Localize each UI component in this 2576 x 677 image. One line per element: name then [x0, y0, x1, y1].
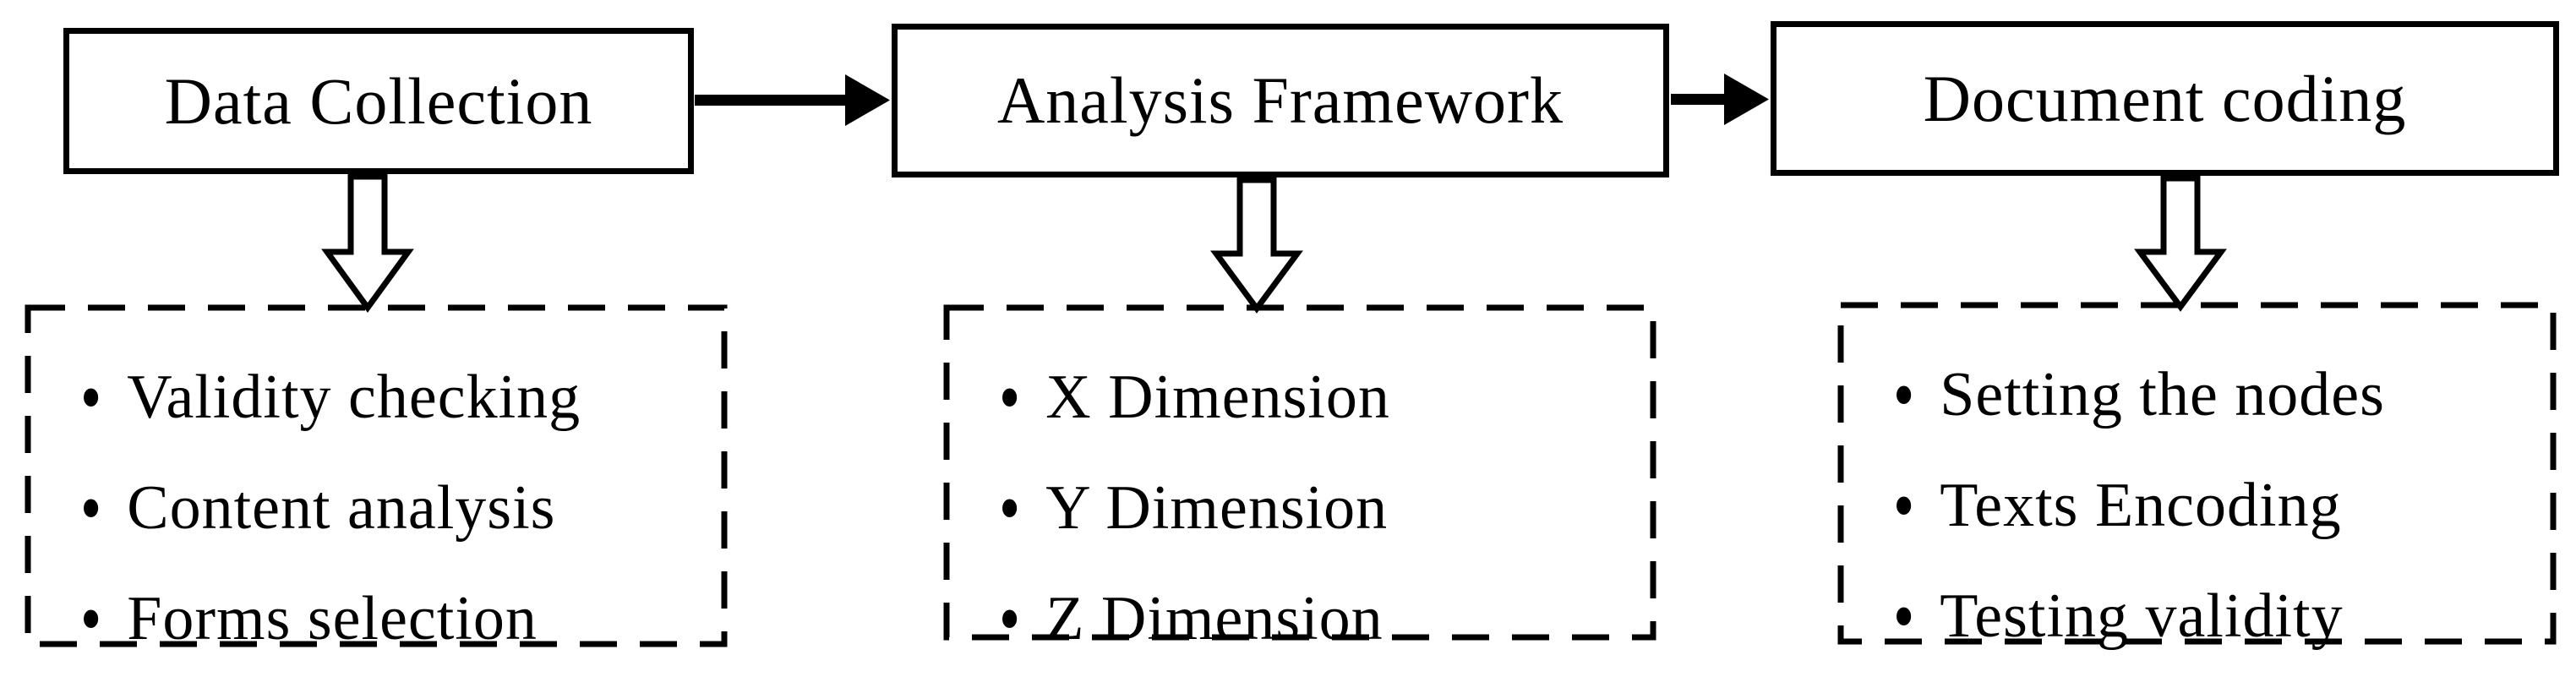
bullet-icon: •: [80, 354, 102, 440]
dashed-frame: [943, 304, 1656, 641]
down-arrow-icon: [1210, 177, 1303, 314]
stage-title: Data Collection: [164, 63, 593, 138]
list-item: • Content analysis: [80, 452, 724, 563]
item-label: Z Dimension: [1045, 583, 1384, 653]
list-item: • Testing validity: [1893, 560, 2553, 671]
stage-box-document-coding: Document coding: [1771, 21, 2559, 176]
list-item: • Forms selection: [80, 563, 724, 674]
detail-box-data-collection: • Validity checking • Content analysis •…: [28, 308, 724, 657]
item-label: Testing validity: [1940, 581, 2344, 651]
dashed-frame: [1837, 302, 2557, 645]
list-item: • Z Dimension: [999, 563, 1653, 674]
stage-box-data-collection: Data Collection: [63, 28, 694, 174]
down-arrow-icon: [321, 173, 414, 313]
item-label: Content analysis: [127, 472, 556, 543]
list-item: • X Dimension: [999, 341, 1653, 452]
detail-box-document-coding: • Setting the nodes • Texts Encoding • T…: [1841, 305, 2553, 654]
down-arrow-icon: [2134, 175, 2227, 312]
list-item: • Validity checking: [80, 341, 724, 452]
stage-title: Document coding: [1923, 61, 2407, 135]
bullet-icon: •: [1893, 573, 1915, 658]
list-item: • Texts Encoding: [1893, 450, 2553, 560]
detail-box-analysis-framework: • X Dimension • Y Dimension • Z Dimensio…: [947, 308, 1653, 657]
bullet-icon: •: [80, 576, 102, 661]
item-label: Y Dimension: [1045, 472, 1389, 543]
dashed-frame: [25, 304, 728, 647]
detail-list: • Validity checking • Content analysis •…: [28, 308, 724, 674]
item-label: X Dimension: [1045, 362, 1390, 432]
bullet-icon: •: [999, 465, 1021, 550]
bullet-icon: •: [999, 354, 1021, 440]
list-item: • Setting the nodes: [1893, 339, 2553, 450]
stage-box-analysis-framework: Analysis Framework: [892, 24, 1669, 177]
item-label: Forms selection: [127, 583, 538, 653]
bullet-icon: •: [80, 465, 102, 550]
item-label: Validity checking: [127, 362, 581, 432]
bullet-icon: •: [999, 576, 1021, 661]
list-item: • Y Dimension: [999, 452, 1653, 563]
item-label: Texts Encoding: [1940, 470, 2342, 540]
bullet-icon: •: [1893, 462, 1915, 548]
bullet-icon: •: [1893, 352, 1915, 437]
item-label: Setting the nodes: [1940, 359, 2385, 429]
detail-list: • X Dimension • Y Dimension • Z Dimensio…: [947, 308, 1653, 674]
right-arrow-icon: [695, 74, 890, 126]
stage-title: Analysis Framework: [996, 63, 1564, 137]
right-arrow-icon: [1671, 74, 1769, 125]
detail-list: • Setting the nodes • Texts Encoding • T…: [1841, 305, 2553, 671]
